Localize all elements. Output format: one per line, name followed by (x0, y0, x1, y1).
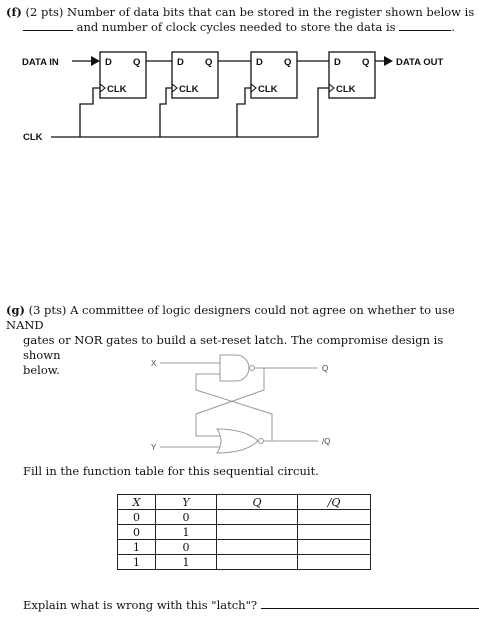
latch-output-qbar: /Q (322, 437, 330, 446)
clk-label: CLK (23, 132, 43, 143)
nor-gate (216, 428, 259, 454)
bits-answer-blank[interactable] (23, 19, 73, 31)
table-header-row: X Y Q /Q (117, 494, 371, 510)
latch-output-q: Q (322, 364, 328, 373)
qbar-answer-cell[interactable] (297, 524, 371, 540)
data-in-label: DATA IN (22, 57, 59, 68)
part-g-points: (3 pts) (28, 303, 67, 317)
q-answer-cell[interactable] (216, 509, 298, 525)
data-in-arrow (91, 56, 100, 66)
part-f-text2: and number of clock cycles needed to sto… (76, 20, 396, 34)
part-g-label: (g) (6, 303, 25, 317)
flip-flop-2 (171, 51, 219, 99)
flip-flop-1 (99, 51, 147, 99)
explain-answer-blank[interactable] (260, 597, 479, 609)
explain-line: Explain what is wrong with this "latch"? (23, 597, 479, 613)
flip-flop-3 (250, 51, 298, 99)
cycles-answer-blank[interactable] (399, 19, 452, 31)
nand-gate (219, 354, 250, 382)
table-row: 0 1 (117, 524, 371, 540)
qbar-answer-cell[interactable] (297, 554, 371, 570)
svg-text:CLK: CLK (336, 84, 356, 95)
part-f-text1: Number of data bits that can be stored i… (67, 5, 475, 19)
q-answer-cell[interactable] (216, 539, 298, 555)
qbar-answer-cell[interactable] (297, 509, 371, 525)
shift-register-diagram: DATA IN DATA OUT CLK D Q CLK D Q CLK D Q… (22, 51, 444, 143)
header-q: Q (216, 494, 298, 510)
data-out-label: DATA OUT (396, 57, 444, 68)
part-f-points: (2 pts) (25, 5, 64, 19)
svg-text:CLK: CLK (179, 84, 199, 95)
header-qbar: /Q (297, 494, 371, 510)
svg-text:Q: Q (362, 57, 369, 68)
svg-text:Q: Q (133, 57, 140, 68)
table-row: 1 1 (117, 554, 371, 570)
svg-text:D: D (256, 57, 263, 68)
part-f-label: (f) (6, 5, 22, 19)
table-row: 1 0 (117, 539, 371, 555)
function-table: X Y Q /Q 0 0 0 1 1 0 1 1 (117, 494, 371, 570)
q-answer-cell[interactable] (216, 554, 298, 570)
explain-text: Explain what is wrong with this "latch"? (23, 598, 258, 612)
part-g-text: (g) (3 pts) A committee of logic designe… (6, 303, 455, 377)
svg-text:D: D (334, 57, 341, 68)
part-f-line2: and number of clock cycles needed to sto… (23, 19, 473, 35)
svg-text:Q: Q (284, 57, 291, 68)
qbar-answer-cell[interactable] (297, 539, 371, 555)
header-x: X (117, 494, 156, 510)
svg-text:D: D (177, 57, 184, 68)
data-out-arrow (384, 56, 393, 66)
latch-diagram: X Y Q /Q (151, 354, 330, 454)
header-y: Y (155, 494, 217, 510)
svg-text:D: D (105, 57, 112, 68)
table-row: 0 0 (117, 509, 371, 525)
latch-input-y: Y (151, 443, 157, 452)
flip-flop-4 (328, 51, 376, 99)
svg-text:CLK: CLK (107, 84, 127, 95)
svg-text:CLK: CLK (258, 84, 278, 95)
svg-text:Q: Q (205, 57, 212, 68)
part-f-line1: (f) (2 pts) Number of data bits that can… (6, 5, 476, 20)
q-answer-cell[interactable] (216, 524, 298, 540)
latch-input-x: X (151, 359, 157, 368)
fill-instruction: Fill in the function table for this sequ… (23, 464, 319, 478)
